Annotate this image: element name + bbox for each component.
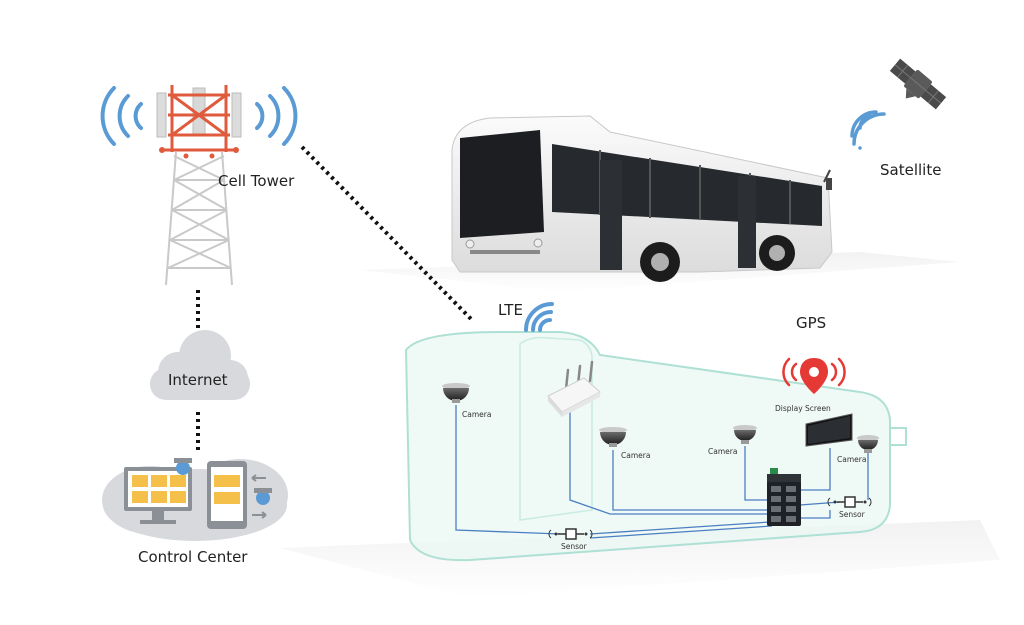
sensor-label: Sensor xyxy=(839,510,865,519)
dome-camera-icon xyxy=(442,383,470,403)
bus-outline xyxy=(404,331,907,562)
camera-label: Camera xyxy=(708,447,738,456)
sensor-icon xyxy=(548,528,593,540)
sensor-icon xyxy=(827,496,872,508)
signal-waves-icon xyxy=(100,86,298,146)
router-icon xyxy=(547,360,601,417)
internet-label: Internet xyxy=(168,371,228,389)
display-screen-label: Display Screen xyxy=(775,404,831,413)
satellite-label: Satellite xyxy=(880,161,942,179)
cloud-icon xyxy=(150,330,250,400)
dotted-links xyxy=(196,145,474,452)
dome-camera-icon xyxy=(733,425,757,444)
cell-tower-icon xyxy=(156,85,242,286)
camera-label: Camera xyxy=(462,410,492,419)
gps-pin-icon xyxy=(782,357,846,394)
gps-label: GPS xyxy=(796,314,827,332)
satellite-signal-icon xyxy=(850,110,886,150)
control-center-icon xyxy=(102,458,288,541)
network-switch-icon xyxy=(767,468,801,526)
satellite-icon xyxy=(889,58,947,110)
sensor-label: Sensor xyxy=(561,542,587,551)
lte-signal-icon xyxy=(524,302,554,332)
camera-label: Camera xyxy=(621,451,651,460)
dome-camera-icon xyxy=(857,435,879,453)
network-cables xyxy=(455,400,869,539)
lte-label: LTE xyxy=(498,301,523,319)
monitor-icon xyxy=(805,413,853,447)
dome-camera-icon xyxy=(599,427,627,447)
control-center-label: Control Center xyxy=(138,548,248,566)
cell-tower-label: Cell Tower xyxy=(218,172,295,190)
camera-label: Camera xyxy=(837,455,867,464)
bus-illustration xyxy=(451,115,833,282)
